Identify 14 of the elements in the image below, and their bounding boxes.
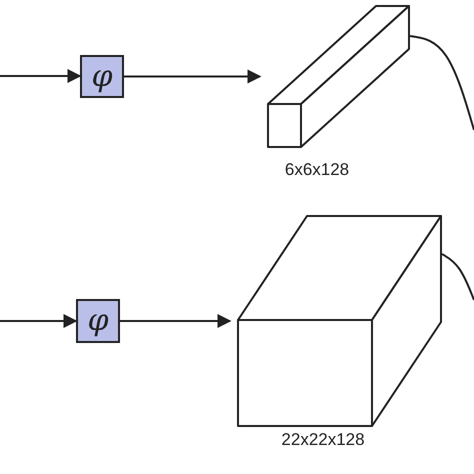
dimension-label: 22x22x128: [281, 430, 365, 450]
dimension-label: 6x6x128: [284, 160, 350, 180]
phi-symbol: φ: [87, 306, 108, 336]
operator-box: [76, 299, 120, 343]
arrow: [124, 70, 262, 84]
cuboid-drawing: [236, 214, 443, 428]
arrow: [120, 314, 232, 328]
phi-symbol: φ: [91, 62, 112, 92]
operator-box: [80, 55, 124, 98]
connector-line: [410, 35, 474, 130]
cuboid-drawing: [266, 4, 411, 149]
arrow: [0, 314, 78, 328]
arrow: [0, 69, 82, 83]
connector-line: [441, 253, 474, 300]
